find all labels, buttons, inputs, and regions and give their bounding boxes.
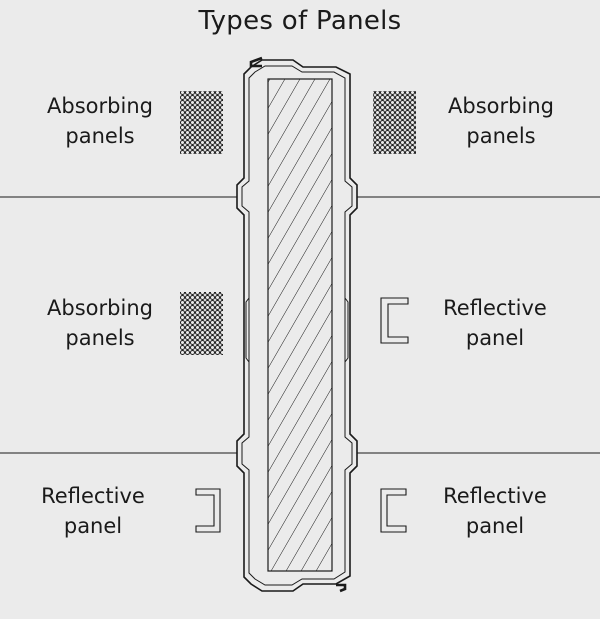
label-top-right: Absorbing panels [448, 94, 554, 148]
wall-recess-right [344, 297, 349, 363]
insulation-core [267, 78, 333, 572]
label-middle-left: Absorbing panels [47, 296, 153, 350]
diagram-title: Types of Panels [198, 6, 402, 36]
wall-recess-left [245, 297, 250, 363]
stud-tab-top [249, 56, 263, 68]
label-bottom-left: Reflective panel [41, 484, 145, 538]
stud-tab-bottom [336, 583, 347, 593]
label-middle-right: Reflective panel [443, 296, 547, 350]
label-top-left: Absorbing panels [47, 94, 153, 148]
reflective-panel-bottom-right [380, 488, 407, 533]
absorbing-panel-middle-left [180, 292, 223, 355]
absorbing-panel-top-right [373, 91, 416, 154]
label-bottom-right: Reflective panel [443, 484, 547, 538]
reflective-panel-bottom-left [195, 488, 221, 533]
absorbing-panel-top-left [180, 91, 223, 154]
wall-inner-outline [241, 65, 353, 586]
reflective-panel-middle-right [380, 297, 409, 344]
